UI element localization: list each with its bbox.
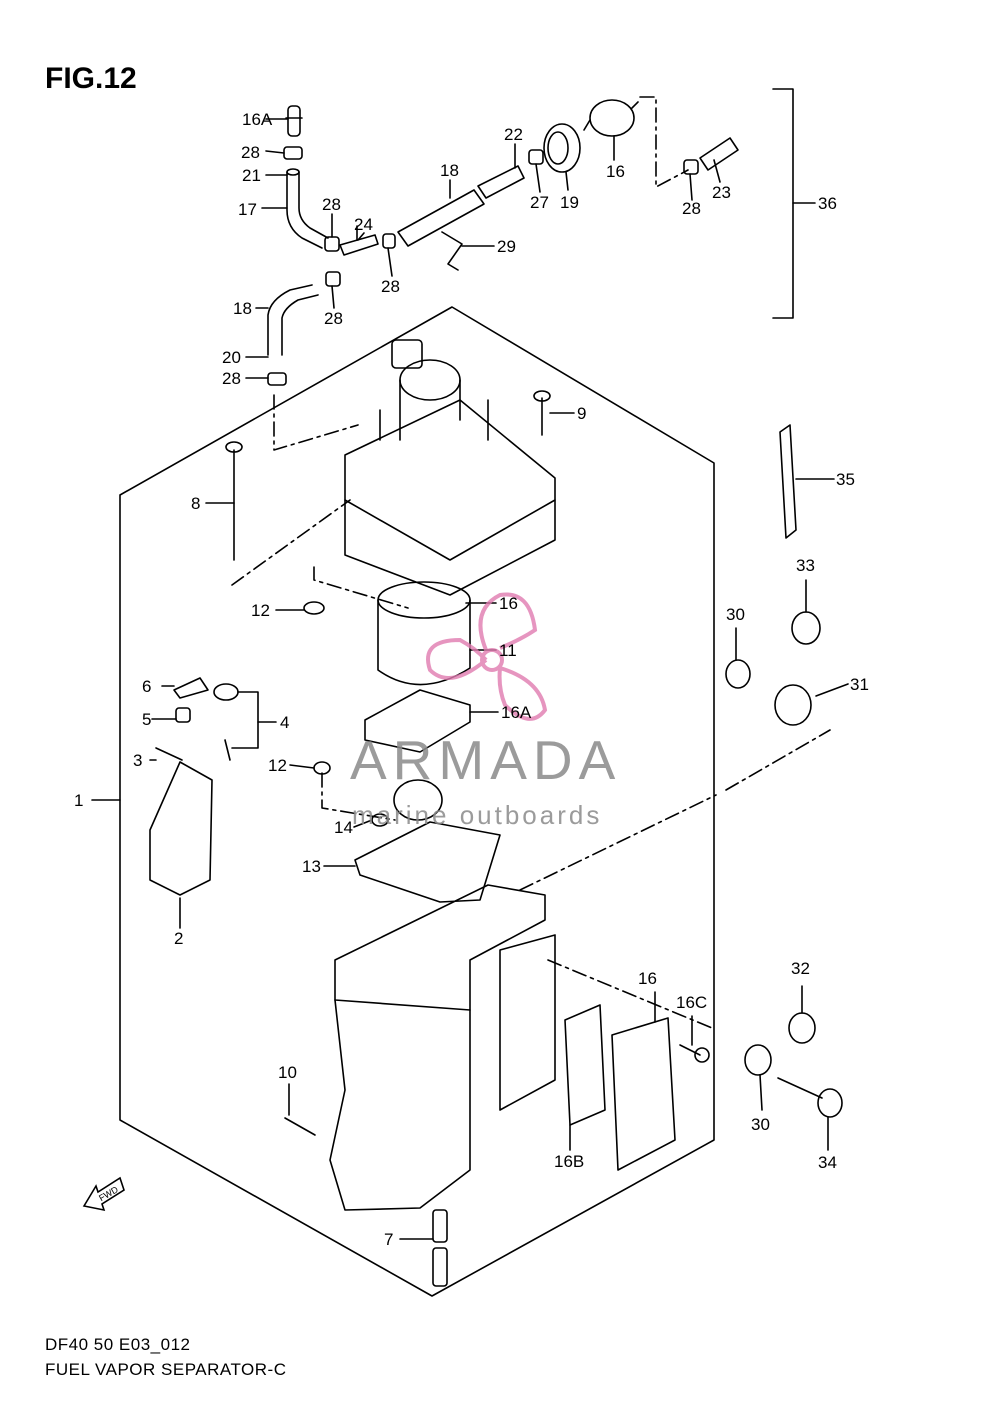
callout: 28	[241, 143, 260, 162]
part-18-nipple	[285, 105, 303, 137]
fuel-pump-cylinder	[377, 581, 471, 686]
clamp-28b	[324, 236, 340, 252]
callout: 19	[560, 193, 579, 212]
callout: 34	[818, 1153, 837, 1172]
watermark-tagline: marine outboards	[352, 800, 603, 830]
callout: 4	[280, 713, 289, 732]
screw-16c	[679, 1044, 710, 1063]
callout: 21	[242, 166, 261, 185]
callout: 10	[278, 1063, 297, 1082]
callout: 17	[238, 200, 257, 219]
bracket-36	[772, 88, 794, 319]
part-25-pipe	[477, 165, 525, 199]
callout: 16	[606, 162, 625, 181]
armada-logo-icon	[426, 592, 548, 721]
part-26-hose	[699, 137, 739, 171]
part-32-washer	[788, 1012, 816, 1044]
callout: 22	[504, 125, 523, 144]
clamp-28	[283, 146, 303, 160]
gasket-16b	[564, 1004, 606, 1126]
callout: 1	[74, 791, 83, 810]
part-8-bolt	[225, 441, 243, 561]
clamp-28c	[382, 233, 396, 249]
callout: 16A	[242, 110, 273, 129]
part-20-hose	[286, 168, 329, 249]
callout: 30	[726, 605, 745, 624]
clamp-28g	[267, 372, 287, 386]
callout: 14	[334, 818, 353, 837]
callout: 28	[322, 195, 341, 214]
callout: 24	[354, 215, 373, 234]
callout: 23	[712, 183, 731, 202]
part-10-screw	[284, 1117, 316, 1136]
part-6-lever	[173, 677, 209, 699]
callout: 31	[850, 675, 869, 694]
part-3-pin	[155, 747, 183, 761]
clamp-28f	[683, 159, 699, 175]
watermark-brand: ARMADA	[350, 729, 622, 791]
callout: 27	[530, 193, 549, 212]
callout: 36	[818, 194, 837, 213]
part-34-bolt	[777, 1077, 843, 1118]
callout: 6	[142, 677, 151, 696]
callout: 7	[384, 1230, 393, 1249]
gasket-16	[364, 689, 471, 753]
figure-title: FIG.12	[45, 62, 137, 95]
callout: 16A	[501, 703, 532, 722]
callout: 16C	[676, 993, 707, 1012]
part-22-grommet	[543, 123, 581, 173]
callout: 16B	[554, 1152, 584, 1171]
callout: 18	[233, 299, 252, 318]
callout: 28	[682, 199, 701, 218]
part-33-grommet	[791, 611, 821, 645]
figure-code: DF40 50 E03_012	[45, 1335, 191, 1354]
callout: 13	[302, 857, 321, 876]
float-chamber	[329, 884, 556, 1211]
callout: 29	[497, 237, 516, 256]
callout: 28	[324, 309, 343, 328]
clamp-28e	[528, 149, 544, 165]
part-30b-collar	[744, 1044, 772, 1076]
part-27-fitting	[339, 225, 379, 256]
callout: 9	[577, 404, 586, 423]
gasket-13	[354, 821, 501, 903]
callout: 33	[796, 556, 815, 575]
callout: 16	[638, 969, 657, 988]
figure-name: FUEL VAPOR SEPARATOR-C	[45, 1360, 287, 1379]
part-29-clip	[441, 231, 463, 271]
callout: 18	[440, 161, 459, 180]
callout: 30	[751, 1115, 770, 1134]
part-7-dowel	[432, 1209, 448, 1287]
part-21-hose	[397, 189, 485, 247]
callout: 12	[251, 601, 270, 620]
callout: 35	[836, 470, 855, 489]
part-5-screw	[175, 707, 191, 723]
part-31-grommet	[774, 684, 812, 726]
part-19-hose	[267, 284, 319, 356]
callout-labels: 16A 28 21 17 28 24 28 28 18 22 27 19 16 …	[74, 110, 869, 1249]
assembly-outline	[119, 306, 715, 1297]
part-12-screw	[303, 601, 325, 615]
callout: 28	[381, 277, 400, 296]
callout: 11	[499, 641, 517, 660]
callout: 3	[133, 751, 142, 770]
callout: 8	[191, 494, 200, 513]
plate-16a	[611, 1017, 676, 1171]
part-17-filter	[583, 99, 639, 137]
part-30-collar	[725, 659, 751, 689]
part-2-cover	[149, 761, 213, 896]
callout: 20	[222, 348, 241, 367]
callout: 5	[142, 710, 151, 729]
separator-top	[344, 339, 556, 596]
fwd-arrow-icon	[82, 1176, 125, 1212]
callout: 2	[174, 929, 183, 948]
part-9-bolt	[533, 390, 551, 436]
part-35-strap	[779, 424, 797, 539]
callout: 32	[791, 959, 810, 978]
callout: 16	[499, 594, 518, 613]
clamp-28d	[325, 271, 341, 287]
callout: 28	[222, 369, 241, 388]
callout: 12	[268, 756, 287, 775]
